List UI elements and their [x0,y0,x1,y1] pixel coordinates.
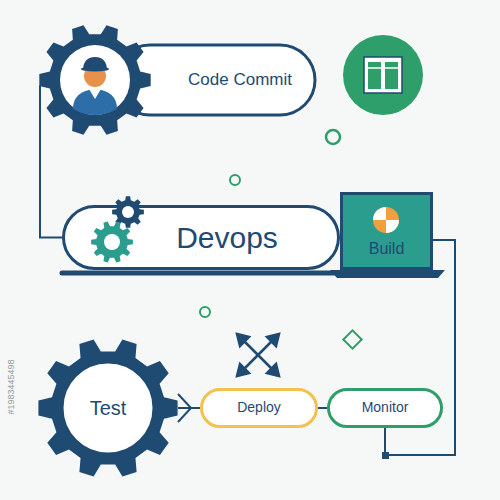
node-label: Test [90,397,127,419]
node-label: Deploy [237,400,281,415]
gear-hub [60,45,130,115]
bracket [178,394,191,422]
document-badge [343,35,423,115]
text-holder: Deploy [200,388,318,428]
pie-icon [373,207,399,233]
document-column [368,62,381,89]
text-holder: Code Commit [150,45,330,115]
cross-arrow-line [240,337,276,373]
dot-decoration [200,307,210,317]
small-gear [91,221,133,262]
person-hat-brim [81,67,109,72]
document-icon [364,57,402,93]
process-pill [202,390,317,427]
connector-line [178,407,200,409]
band-underline [62,271,336,276]
cross-arrow-line [240,337,276,373]
band-node: Devops [62,205,340,270]
dot-decoration [230,175,240,185]
text-holder: Monitor [327,388,443,428]
node-label: Build [369,240,405,258]
small-gear-hub [122,206,134,218]
pie-slice [373,207,386,220]
diamond-decoration [343,330,361,348]
commit-node: Code Commit [40,25,318,135]
pill-node: Monitor [327,388,443,428]
screen-node: Build [340,192,433,270]
arrow-head [267,364,279,376]
document-column [385,62,398,89]
process-pill [329,390,442,427]
arrow-head [237,334,249,346]
small-gear-hub [104,234,120,250]
gear-outline [38,340,177,477]
document-line [385,67,398,69]
laptop-base [330,270,445,278]
cross-arrows-icon [237,334,279,376]
gear-node: Test [38,338,178,478]
junction-dot [382,452,389,459]
dot-decoration [326,130,340,144]
pill-node: Deploy [200,388,318,428]
arrow-head [267,334,279,346]
gear-icon [39,25,150,135]
node-shape [340,192,433,270]
gear-hub [62,362,154,454]
text-holder: Devops [122,205,332,270]
band-outline [64,207,339,269]
watermark-text: #1983445498 [6,342,16,432]
node-label: Monitor [362,400,409,415]
text-holder: Build [340,236,433,262]
text-holder: Test [63,383,153,433]
laptop-screen [342,194,432,269]
node-label: Code Commit [188,71,292,90]
person-body [73,89,117,115]
arrow-head [237,364,249,376]
document-line [368,67,381,69]
pie-slice [386,220,399,233]
person-collar [89,89,101,99]
connector-line [318,407,327,409]
node-label: Devops [176,221,278,254]
